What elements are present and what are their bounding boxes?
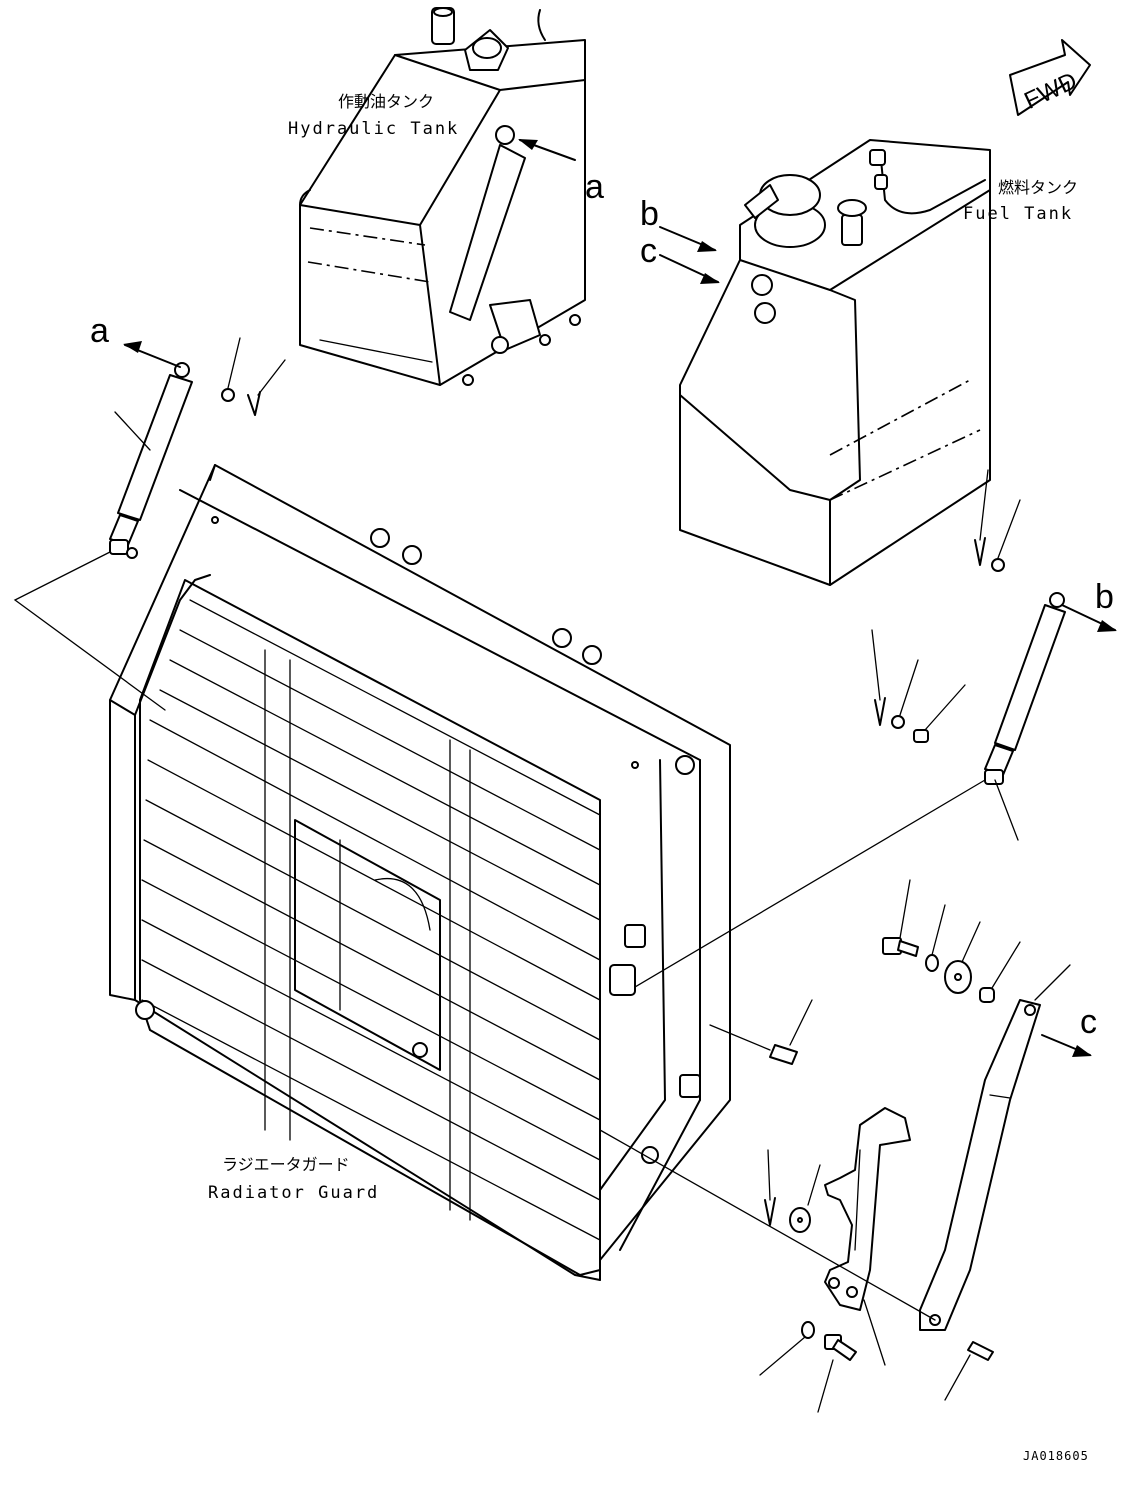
radiator-guard-label-jp: ラジエータガード xyxy=(222,1155,350,1174)
bolt-link xyxy=(944,1341,994,1401)
fuel-tank-label-jp: 燃料タンク xyxy=(998,178,1078,197)
drawing-code: JA018605 xyxy=(1023,1449,1089,1463)
fwd-arrow-icon: FWD xyxy=(1009,39,1091,116)
ref-b-lower: b xyxy=(1095,578,1114,616)
ref-c-upper: c xyxy=(640,232,657,270)
bolt-lower xyxy=(817,1334,857,1413)
radiator-guard xyxy=(109,464,731,1281)
washer-right-top xyxy=(991,558,1005,572)
bracket xyxy=(824,1107,911,1366)
nut-right-mid xyxy=(913,729,929,743)
cotter-pin-right-top xyxy=(974,537,986,566)
ref-b-upper: b xyxy=(640,195,659,233)
washer-left xyxy=(221,388,235,402)
washer-right-mid xyxy=(891,715,905,729)
nut-lower xyxy=(979,987,995,1003)
cotter-pin-left xyxy=(247,391,261,416)
hydraulic-tank xyxy=(299,7,586,386)
washer-bottom xyxy=(801,1321,815,1339)
link-arm xyxy=(919,964,1071,1331)
fuel-tank-label-en: Fuel Tank xyxy=(963,204,1073,224)
washer-lower-1 xyxy=(925,954,939,972)
gas-strut-left xyxy=(109,362,193,559)
pin xyxy=(709,999,813,1065)
hydraulic-tank-label-en: Hydraulic Tank xyxy=(288,119,459,139)
bolt-upper xyxy=(882,879,919,957)
ref-a-lower: a xyxy=(90,312,109,350)
hydraulic-tank-label-jp: 作動油タンク xyxy=(338,92,434,111)
fuel-tank xyxy=(679,139,991,586)
gas-strut-right xyxy=(984,592,1066,785)
ref-c-lower: c xyxy=(1080,1003,1097,1041)
ref-a-upper: a xyxy=(585,168,604,206)
cotter-pin-bracket xyxy=(764,1197,776,1226)
radiator-guard-label-en: Radiator Guard xyxy=(208,1183,379,1203)
cotter-pin-right-mid xyxy=(874,697,886,726)
